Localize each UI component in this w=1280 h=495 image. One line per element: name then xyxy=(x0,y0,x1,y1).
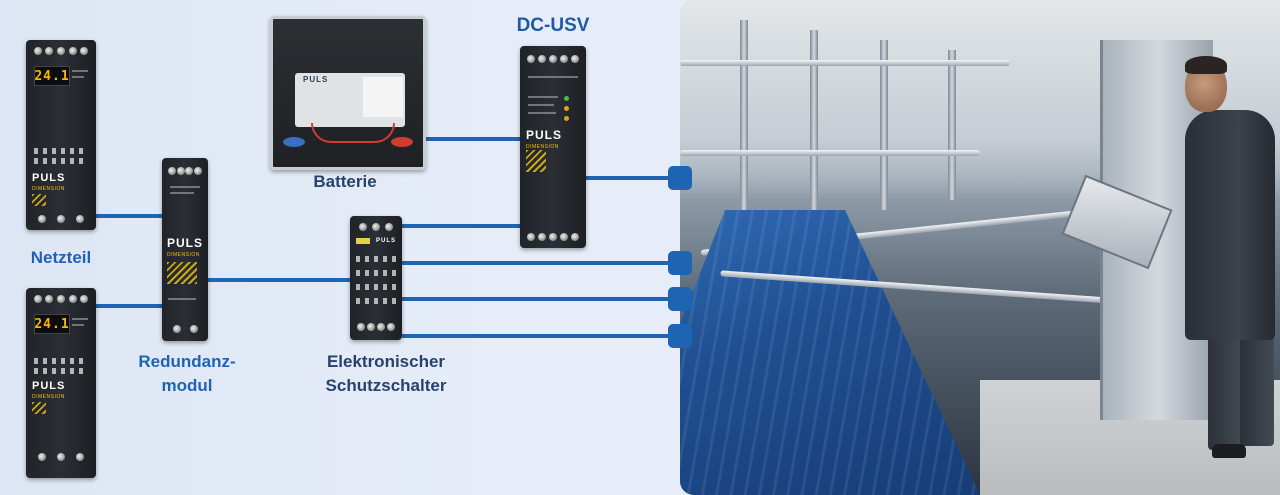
line-battery-to-dcusv xyxy=(420,137,520,141)
label-breaker-line1: Elektronischer xyxy=(326,352,446,371)
label-redundancy-line2: modul xyxy=(161,376,213,395)
power-supply-2-logo: PULS xyxy=(32,380,66,392)
line-psu1-to-redundancy xyxy=(96,214,162,218)
line-breaker-to-dcusv xyxy=(402,224,520,228)
redundancy-module-series: DIMENSION xyxy=(167,252,200,258)
line-breaker-to-port4 xyxy=(402,334,670,338)
label-redundancy-line1: Redundanz- xyxy=(138,352,236,371)
dc-ups-logo: PULS xyxy=(526,128,563,142)
label-dc-ups: DC-USV xyxy=(516,15,590,36)
connector-port-icon xyxy=(668,287,692,311)
connector-port-icon xyxy=(668,324,692,348)
line-breaker-to-port3 xyxy=(402,297,670,301)
redundancy-module-logo: PULS xyxy=(167,236,204,250)
factory-photo xyxy=(680,0,1280,495)
line-breaker-to-port2 xyxy=(402,261,670,265)
line-psu2-to-redundancy xyxy=(96,304,162,308)
battery: PULS xyxy=(270,16,426,170)
connector-port-icon xyxy=(668,251,692,275)
label-battery: Batterie xyxy=(313,172,377,191)
dc-ups: PULS DIMENSION xyxy=(520,46,586,248)
power-supply-2-display: 24.1 xyxy=(34,314,70,334)
line-redundancy-to-breaker xyxy=(208,278,350,282)
power-supply-1: 24.1 PULS DIMENSION xyxy=(26,40,96,230)
power-supply-2: 24.1 PULS DIMENSION xyxy=(26,288,96,478)
power-supply-2-series: DIMENSION xyxy=(32,394,65,400)
label-breaker-line2: Schutzschalter xyxy=(325,376,447,395)
power-supply-1-series: DIMENSION xyxy=(32,186,65,192)
power-supply-1-display: 24.1 xyxy=(34,66,70,86)
label-power-supply: Netzteil xyxy=(30,248,92,267)
dc-ups-series: DIMENSION xyxy=(526,144,559,150)
line-dcusv-to-port1 xyxy=(586,176,670,180)
battery-logo: PULS xyxy=(303,75,329,84)
connector-port-icon xyxy=(668,166,692,190)
electronic-circuit-breaker: PULS xyxy=(350,216,402,340)
redundancy-module: PULS DIMENSION xyxy=(162,158,208,341)
breaker-logo: PULS xyxy=(376,238,397,244)
power-supply-1-logo: PULS xyxy=(32,172,66,184)
